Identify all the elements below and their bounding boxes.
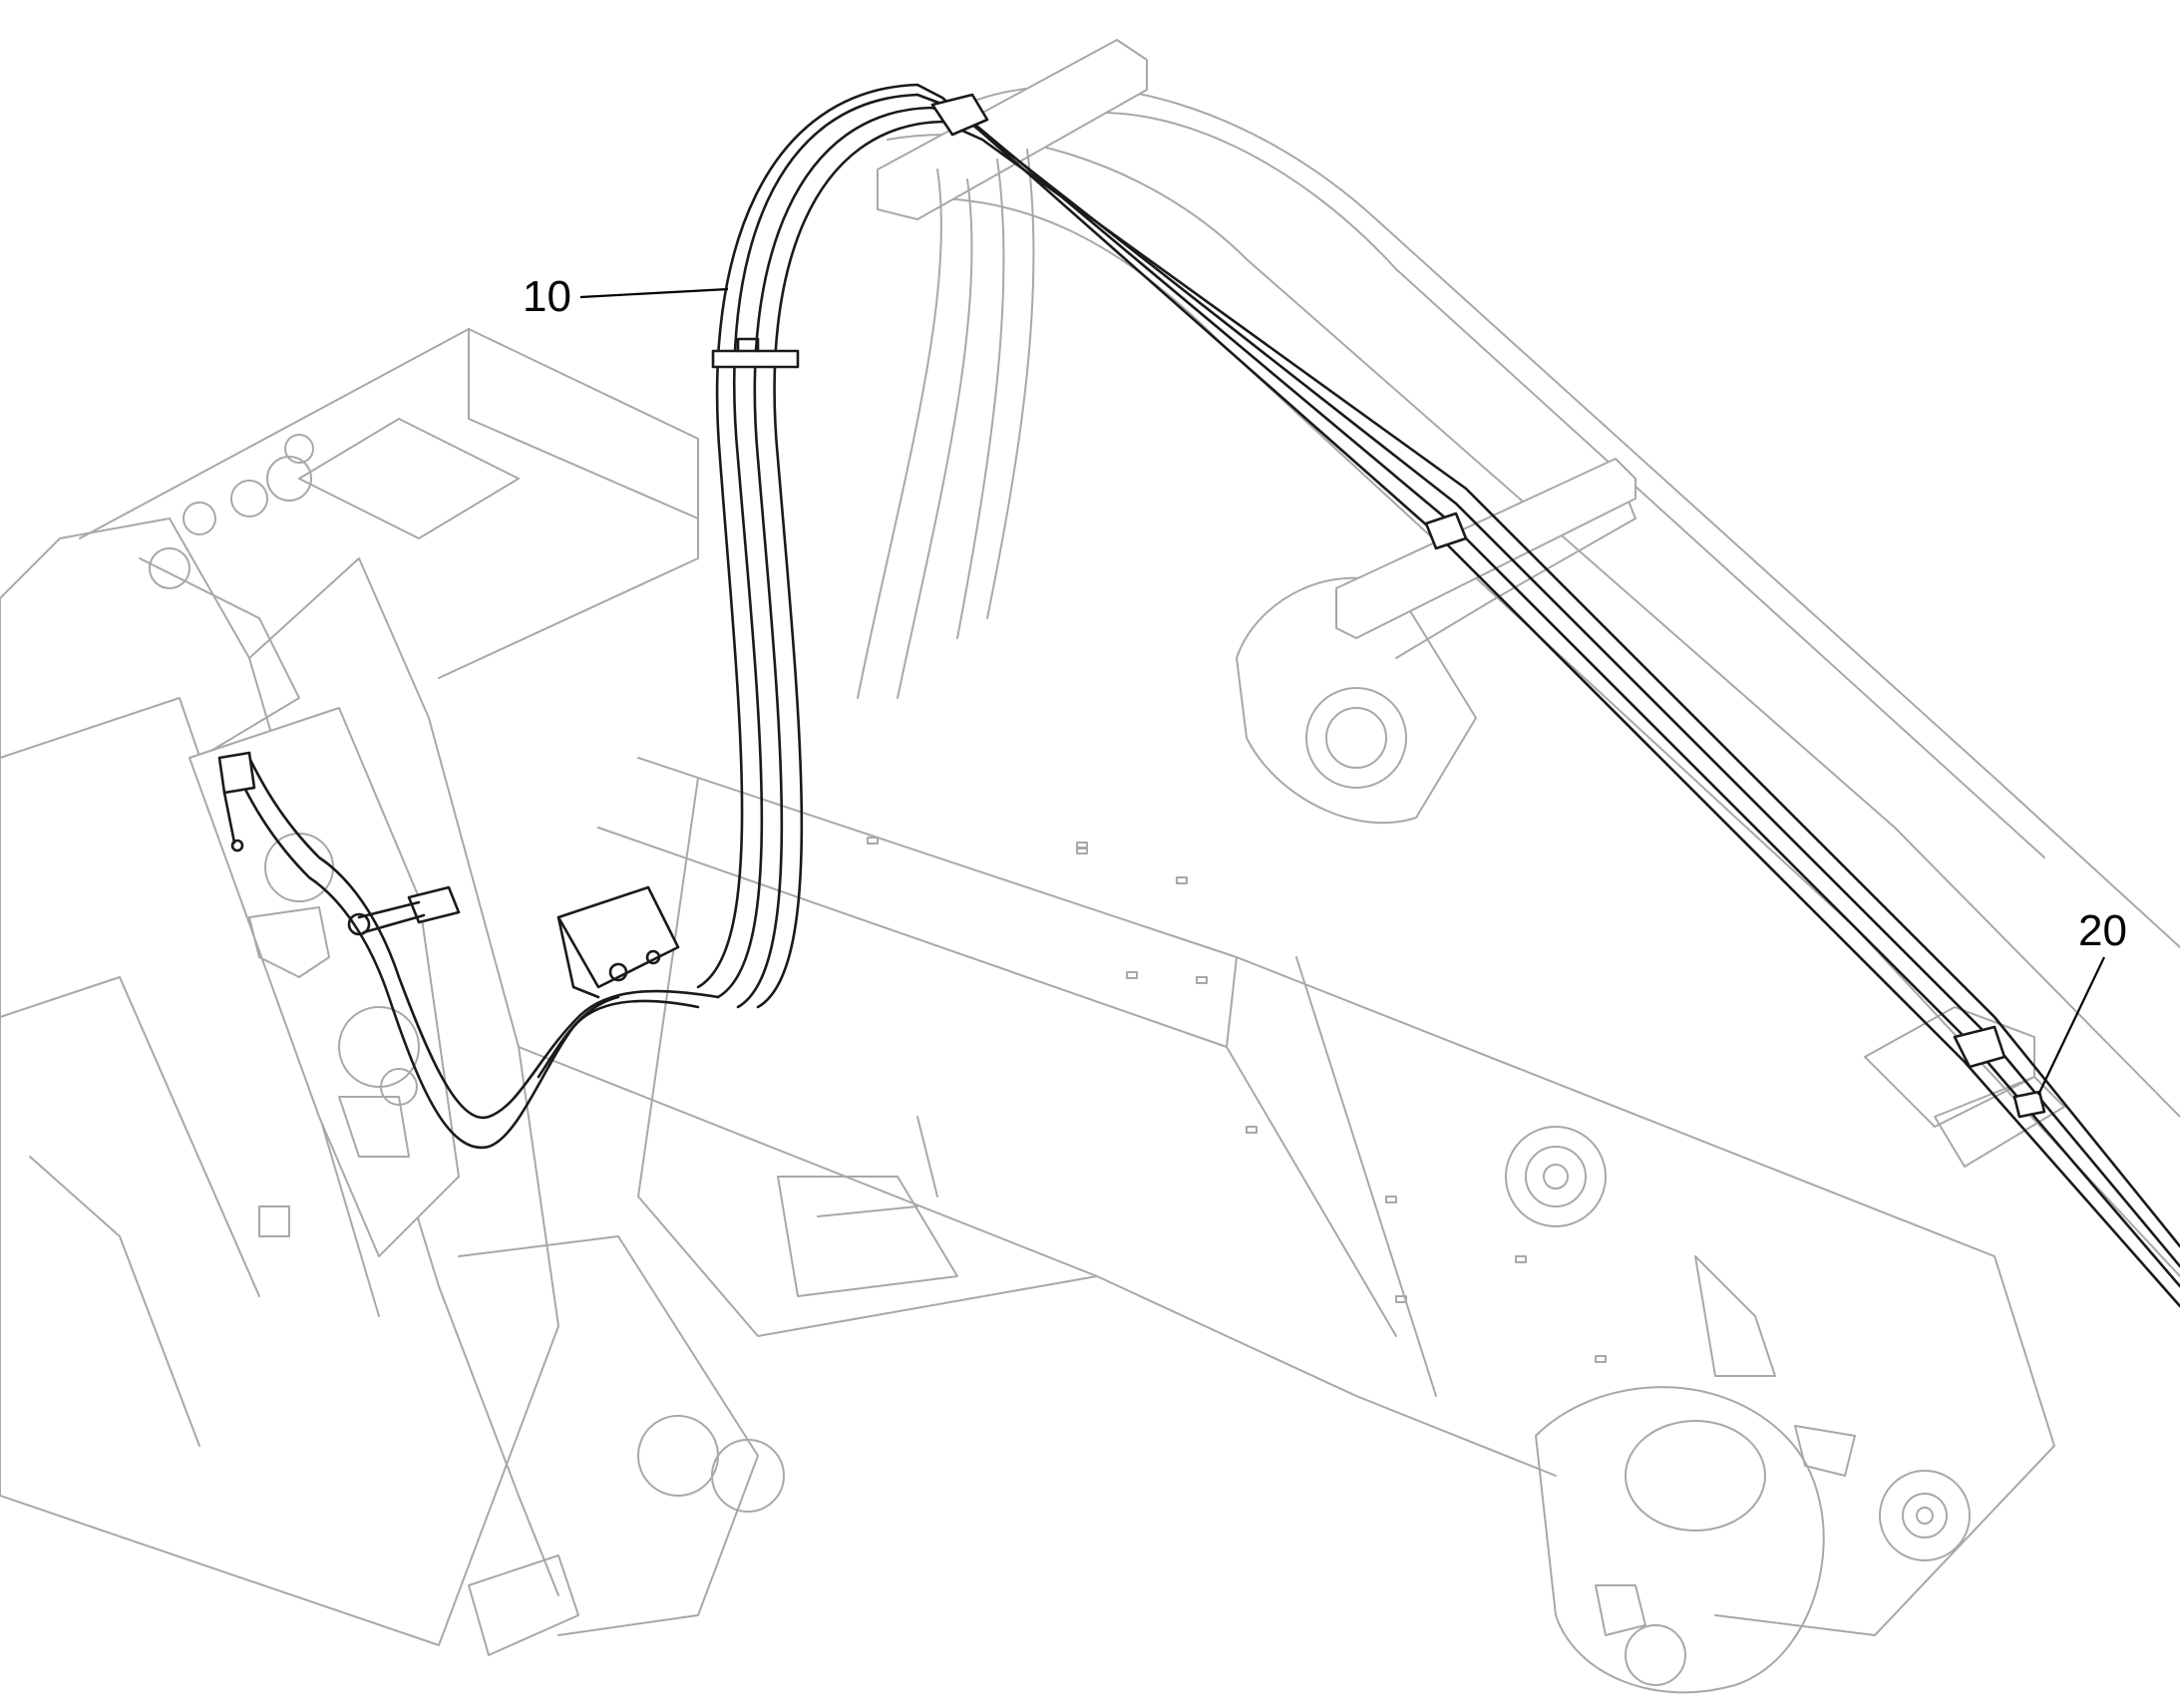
callout-10-label: 10 (523, 272, 571, 321)
callout-20-label: 20 (2078, 906, 2127, 955)
main-boom (518, 757, 2055, 1694)
hose-assembly (217, 83, 2180, 1308)
arm-structure (857, 39, 2180, 1277)
machine-frame (0, 328, 785, 1656)
callout-10-leader (579, 287, 729, 299)
callout-20-leader (2037, 956, 2105, 1096)
callout-20: 20 (2037, 906, 2127, 1096)
callout-10: 10 (523, 272, 729, 321)
